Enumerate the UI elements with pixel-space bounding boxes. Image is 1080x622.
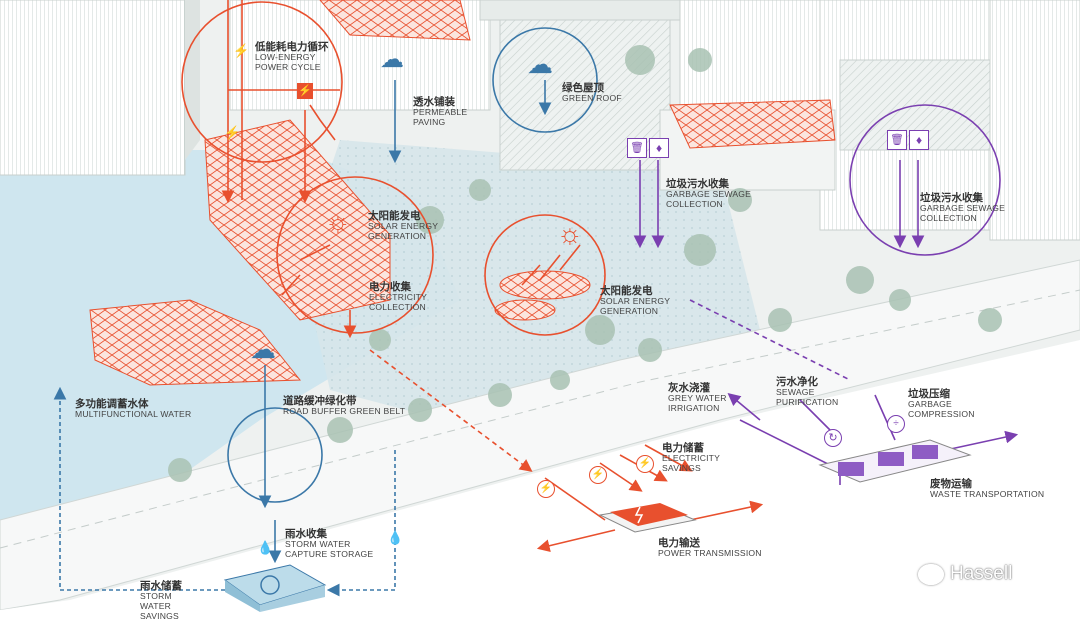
lightning-icon: ⚡ xyxy=(297,83,313,99)
label-en: ELECTRICITY SAVINGS xyxy=(662,454,732,474)
watermark-text: Hassell xyxy=(950,563,1012,585)
label-en: SEWAGE PURIFICATION xyxy=(776,388,846,408)
sun-icon: ☼ xyxy=(325,208,355,238)
label-en: SOLAR ENERGY GENERATION xyxy=(600,297,680,317)
label-en: GARBAGE COMPRESSION xyxy=(908,400,988,420)
label-en: GARBAGE SEWAGE COLLECTION xyxy=(666,190,766,210)
label-en: LOW-ENERGY POWER CYCLE xyxy=(255,53,345,73)
label-en: GREEN ROOF xyxy=(562,94,622,104)
rain-cloud-icon: ☁ xyxy=(527,52,561,82)
label-en: GREY WATER IRRIGATION xyxy=(668,394,738,414)
lightning-icon: ⚡ xyxy=(224,125,238,139)
lightning-icon: ⚡ xyxy=(636,455,654,473)
label-en: STORM WATER CAPTURE STORAGE xyxy=(285,540,385,560)
label-en: WASTE TRANSPORTATION xyxy=(930,490,1044,500)
lightning-icon: ⚡ xyxy=(589,466,607,484)
rain-cloud-icon: ☁ xyxy=(380,48,410,78)
label-en: SOLAR ENERGY GENERATION xyxy=(368,222,448,242)
lightning-icon: ⚡ xyxy=(233,43,247,57)
watermark: Hassell xyxy=(918,563,1012,585)
trash-icon: 🗑 xyxy=(887,130,907,150)
lightning-icon: ⚡ xyxy=(537,480,555,498)
label-en: ELECTRICITY COLLECTION xyxy=(369,293,439,313)
wechat-icon xyxy=(918,564,944,585)
trash-icon: 🗑 xyxy=(627,138,647,158)
water-drop-icon: ♦ xyxy=(909,130,929,150)
label-en: STORM WATER SAVINGS xyxy=(140,592,200,622)
label-en: POWER TRANSMISSION xyxy=(658,549,762,559)
label-en: PERMEABLE PAVING xyxy=(413,108,483,128)
water-drop-icon: ♦ xyxy=(649,138,669,158)
sun-icon: ☼ xyxy=(557,220,587,250)
recycle-icon: ↻ xyxy=(824,429,842,447)
water-drop-icon: 💧 xyxy=(257,540,269,554)
label-en: MULTIFUNCTIONAL WATER xyxy=(75,410,191,420)
label-en: ROAD BUFFER GREEN BELT xyxy=(283,407,405,417)
label-en: GARBAGE SEWAGE COLLECTION xyxy=(920,204,1020,224)
compression-icon: ÷ xyxy=(887,415,905,433)
rain-cloud-icon: ☁ xyxy=(250,337,282,367)
water-drop-icon: 💧 xyxy=(387,530,399,544)
